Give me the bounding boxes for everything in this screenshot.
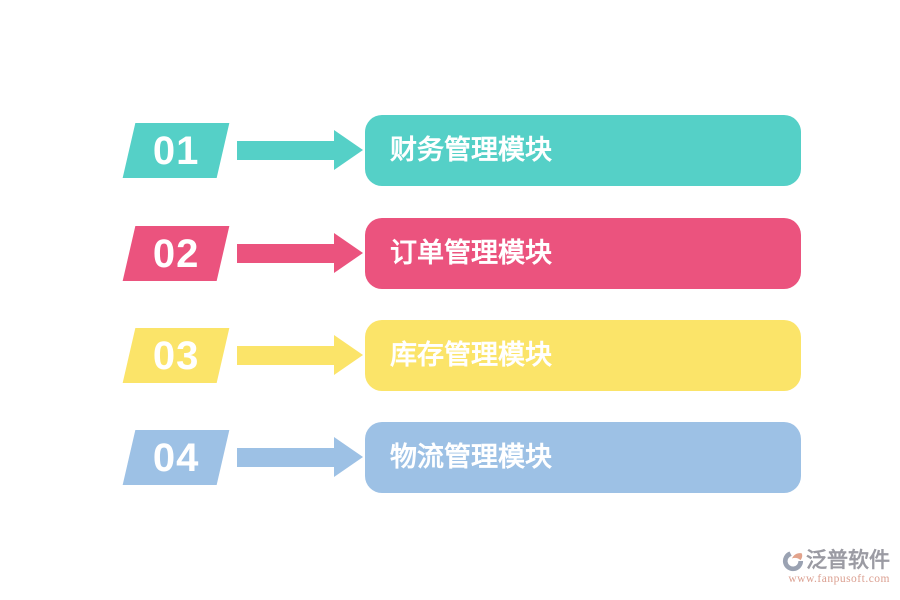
module-label: 物流管理模块 <box>390 442 552 472</box>
step-row-4: 04 物流管理模块 <box>0 422 900 493</box>
arrow-head <box>334 130 363 170</box>
step-number-badge: 03 <box>122 328 230 383</box>
step-number: 03 <box>152 333 200 378</box>
fanpu-logo-icon <box>782 550 804 572</box>
arrow-shaft <box>237 345 334 365</box>
arrow-shaft <box>237 447 334 467</box>
step-row-2: 02 订单管理模块 <box>0 218 900 289</box>
arrow-head <box>334 437 363 477</box>
brand-line: 泛普软件 <box>782 549 890 572</box>
module-bar: 订单管理模块 <box>365 218 801 289</box>
module-bar: 库存管理模块 <box>365 320 801 391</box>
brand-url: www.fanpusoft.com <box>788 573 890 586</box>
module-bar: 物流管理模块 <box>365 422 801 493</box>
module-label: 订单管理模块 <box>390 238 552 268</box>
brand-footer: 泛普软件 www.fanpusoft.com <box>782 549 890 585</box>
step-number: 04 <box>152 435 200 480</box>
step-row-3: 03 库存管理模块 <box>0 320 900 391</box>
step-number: 02 <box>152 231 200 276</box>
arrow-right-icon <box>237 233 363 273</box>
arrow-shaft <box>237 140 334 160</box>
step-number-badge: 01 <box>122 123 230 178</box>
arrow-shaft <box>237 243 334 263</box>
module-label: 库存管理模块 <box>390 340 552 370</box>
arrow-head <box>334 335 363 375</box>
arrow-right-icon <box>237 335 363 375</box>
step-number-badge: 04 <box>122 430 230 485</box>
step-row-1: 01 财务管理模块 <box>0 115 900 186</box>
brand-name: 泛普软件 <box>806 549 890 572</box>
module-bar: 财务管理模块 <box>365 115 801 186</box>
step-number: 01 <box>152 128 200 173</box>
module-label: 财务管理模块 <box>390 135 552 165</box>
arrow-right-icon <box>237 130 363 170</box>
arrow-head <box>334 233 363 273</box>
arrow-right-icon <box>237 437 363 477</box>
step-number-badge: 02 <box>122 226 230 281</box>
